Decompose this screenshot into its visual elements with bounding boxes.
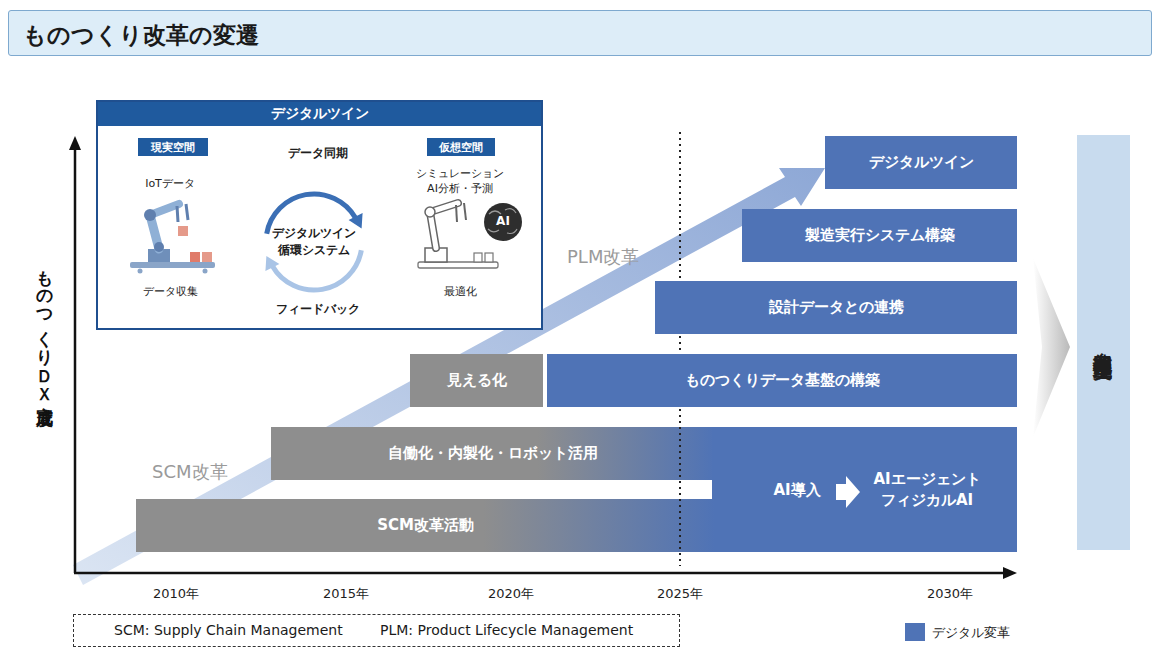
conveyor <box>130 262 215 268</box>
workpiece <box>474 253 482 262</box>
icon-text: AI <box>496 214 510 228</box>
flow-label: フィードバック <box>276 301 360 318</box>
box-text: SCM改革活動 <box>377 516 474 535</box>
box-text: 設計データとの連携 <box>769 298 904 317</box>
box-text: AIエージェント フィジカルAI <box>862 469 992 511</box>
year-tick: 2030年 <box>927 585 973 603</box>
virtual-robot-icon <box>418 203 498 268</box>
phase-bar: 見える化 <box>410 354 543 407</box>
ai-step-arrow <box>836 476 860 508</box>
gripper <box>186 204 188 220</box>
flow-label: データ同期 <box>288 145 348 162</box>
data-label: IoTデータ <box>145 176 195 191</box>
workpiece <box>178 226 188 236</box>
diagram-title: ものつくり改革の変遷 <box>23 20 259 51</box>
box-text: ものつくりデータ基盤の構築 <box>685 371 880 390</box>
phase-bar: 自働化・内製化・ロボット活用 <box>271 427 715 480</box>
dotted-line <box>679 336 681 353</box>
robot-arm <box>150 215 159 249</box>
abbreviation-text: PLM: Product Lifecycle Management <box>380 622 633 638</box>
trend-label: PLM改革 <box>567 245 639 269</box>
box-text: デジタルツイン <box>869 153 974 172</box>
year-tick: 2010年 <box>153 585 199 603</box>
space-tag: 仮想空間 <box>427 138 495 156</box>
axis-title: ものつくりＤＸ完成度 <box>35 258 58 397</box>
robot-arm <box>430 212 436 248</box>
cycle-circle: デジタルツイン 循環システム <box>259 187 369 297</box>
phase-bar: 製造実行システム構築 <box>742 209 1017 262</box>
roller <box>138 269 143 274</box>
brain <box>484 203 522 241</box>
phase-bar: SCM改革活動 <box>136 499 715 552</box>
robot-base <box>148 249 170 262</box>
year-tick: 2025年 <box>657 585 703 603</box>
arc-head <box>265 256 279 271</box>
year-tick: 2020年 <box>488 585 534 603</box>
robot-joint <box>425 207 435 217</box>
gripper <box>464 203 466 220</box>
workpiece <box>190 252 200 262</box>
cycle-outline <box>259 187 369 297</box>
conveyor <box>418 262 498 268</box>
x-axis <box>74 572 1004 575</box>
phase-bar: 設計データとの連携 <box>655 281 1017 334</box>
goal-text: 自律同期化生産実現 <box>1091 338 1117 347</box>
robot-arm <box>150 204 179 215</box>
box-text: 自働化・内製化・ロボット活用 <box>388 444 598 463</box>
year-tick: 2015年 <box>323 585 369 603</box>
gripper <box>177 206 178 222</box>
legend-swatch <box>905 623 925 641</box>
robot-arm <box>430 212 436 248</box>
workpiece <box>202 252 212 262</box>
robot-joint <box>144 209 156 221</box>
ai-brain-icon <box>484 203 522 241</box>
phase-bar: デジタルツイン <box>825 136 1017 189</box>
robot-base <box>425 248 447 262</box>
x-axis-head <box>1003 567 1017 579</box>
phase-bar: ものつくりデータ基盤の構築 <box>547 354 1017 407</box>
data-label: シミュレーション AI分析・予測 <box>410 166 510 196</box>
dotted-line <box>679 409 681 566</box>
box-text: 現実空間 <box>151 140 195 155</box>
workpiece <box>485 253 493 262</box>
trend-label: SCM改革 <box>152 460 228 484</box>
robot-arm <box>430 203 458 212</box>
box-text: AI導入 <box>742 479 852 500</box>
brain-fold <box>488 209 517 234</box>
y-axis-head <box>69 136 81 150</box>
real-robot-icon <box>130 204 215 274</box>
dotted-line <box>679 132 681 280</box>
year-2025-divider <box>680 132 681 566</box>
box-text: 製造実行システム構築 <box>805 226 955 245</box>
roller <box>203 269 208 274</box>
box-text: 仮想空間 <box>439 140 483 155</box>
data-label: データ収集 <box>143 284 198 299</box>
box-text: 見える化 <box>447 371 507 390</box>
gripper <box>456 205 457 222</box>
title-band: ものつくり改革の変遷 <box>8 10 1152 56</box>
goal-box: 自律同期化生産実現 <box>1077 135 1130 550</box>
data-label: 最適化 <box>444 284 477 299</box>
y-axis <box>74 148 77 573</box>
result-chevron <box>1033 258 1070 437</box>
abbreviation-text: SCM: Supply Chain Management <box>114 622 343 638</box>
robot-arm <box>430 203 458 212</box>
panel-heading: デジタルツイン <box>98 102 541 126</box>
circle-text: デジタルツイン 循環システム <box>269 225 359 259</box>
legend-text: デジタル変革 <box>932 624 1010 642</box>
space-tag: 現実空間 <box>138 138 208 156</box>
ai-phase-box: AI導入 AIエージェント フィジカルAI <box>712 427 1017 552</box>
abbreviation-box: SCM: Supply Chain Management PLM: Product… <box>73 614 680 647</box>
robot-joint <box>154 242 164 252</box>
